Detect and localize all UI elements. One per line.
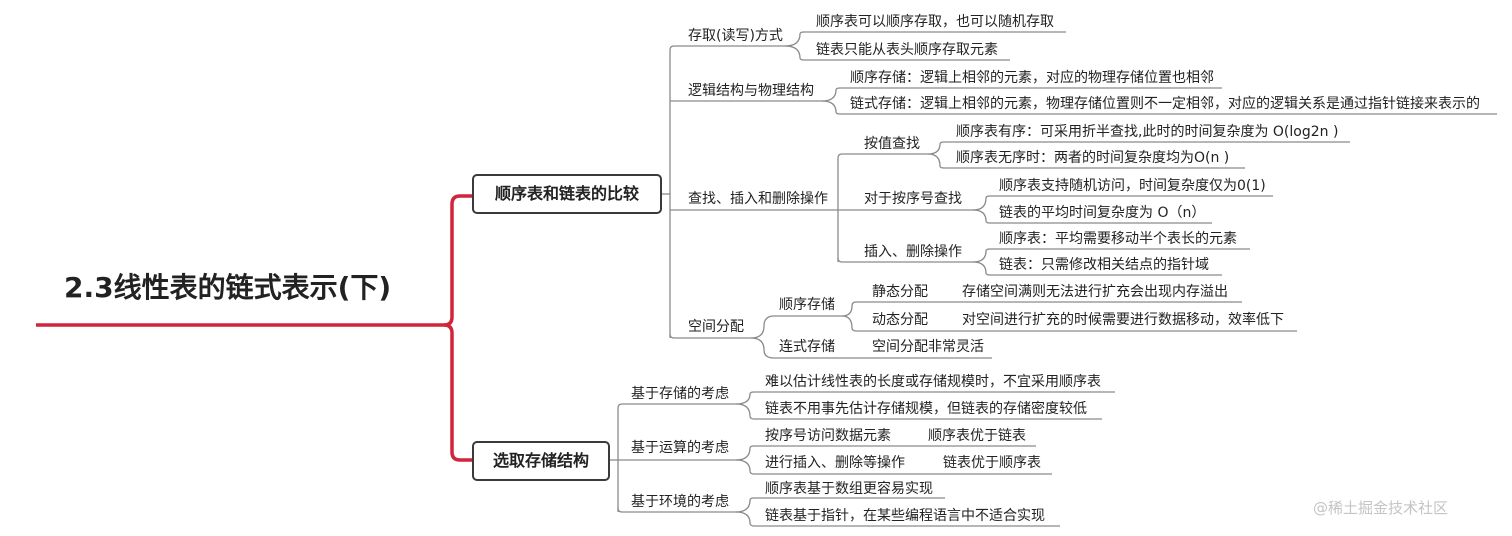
leaf-logic-seq[interactable]: 顺序存储：逻辑上相邻的元素，对应的物理存储位置也相邻: [850, 70, 1214, 86]
node-access-mode[interactable]: 存取(读写)方式: [688, 28, 783, 44]
node-space-allocation[interactable]: 空间分配: [688, 319, 744, 335]
leaf-linked-storage[interactable]: 空间分配非常灵活: [872, 339, 984, 355]
node-find-insert-delete[interactable]: 查找、插入和删除操作: [688, 191, 828, 207]
topic-choose-storage[interactable]: 选取存储结构: [472, 441, 610, 481]
leaf-static-allocation[interactable]: 存储空间满则无法进行扩充会出现内存溢出: [962, 284, 1228, 300]
leaf-access-linked[interactable]: 链表只能从表头顺序存取元素: [816, 42, 998, 58]
leaf-value-sorted[interactable]: 顺序表有序：可采用折半查找,此时的时间复杂度为 O(log2n ): [956, 124, 1339, 140]
leaf-logic-linked[interactable]: 链式存储：逻辑上相邻的元素，物理存储位置则不一定相邻，对应的逻辑关系是通过指针链…: [850, 96, 1480, 112]
node-storage-consideration[interactable]: 基于存储的考虑: [631, 386, 729, 402]
node-static-allocation[interactable]: 静态分配: [872, 284, 928, 300]
leaf-storage-2[interactable]: 链表不用事先估计存储规模，但链表的存储密度较低: [765, 401, 1087, 417]
leaf-dynamic-allocation[interactable]: 对空间进行扩充的时候需要进行数据移动，效率低下: [962, 312, 1284, 328]
leaf-compute-insdel[interactable]: 进行插入、删除等操作: [765, 455, 905, 471]
node-compute-consideration[interactable]: 基于运算的考虑: [631, 440, 729, 456]
leaf-compute-index-result[interactable]: 顺序表优于链表: [928, 428, 1026, 444]
node-find-by-value[interactable]: 按值查找: [864, 136, 920, 152]
leaf-access-seq[interactable]: 顺序表可以顺序存取，也可以随机存取: [816, 14, 1054, 30]
topic-comparison[interactable]: 顺序表和链表的比较: [472, 174, 662, 214]
node-dynamic-allocation[interactable]: 动态分配: [872, 312, 928, 328]
node-env-consideration[interactable]: 基于环境的考虑: [631, 494, 729, 510]
node-insert-delete[interactable]: 插入、删除操作: [864, 244, 962, 260]
leaf-insdel-seq[interactable]: 顺序表：平均需要移动半个表长的元素: [999, 231, 1237, 247]
leaf-value-unsorted[interactable]: 顺序表无序时：两者的时间复杂度均为O(n ): [956, 150, 1230, 166]
leaf-insdel-linked[interactable]: 链表：只需修改相关结点的指针域: [999, 257, 1209, 273]
leaf-index-seq[interactable]: 顺序表支持随机访问，时间复杂度仅为0(1): [999, 178, 1266, 194]
node-linked-storage[interactable]: 连式存储: [779, 339, 835, 355]
node-logic-physical[interactable]: 逻辑结构与物理结构: [688, 83, 814, 99]
leaf-env-seq[interactable]: 顺序表基于数组更容易实现: [765, 481, 933, 497]
leaf-compute-index-access[interactable]: 按序号访问数据元素: [765, 428, 891, 444]
leaf-compute-insdel-result[interactable]: 链表优于顺序表: [943, 455, 1041, 471]
leaf-index-linked[interactable]: 链表的平均时间复杂度为 O（n）: [999, 205, 1206, 221]
node-find-by-index[interactable]: 对于按序号查找: [864, 191, 962, 207]
leaf-env-linked[interactable]: 链表基于指针，在某些编程语言中不适合实现: [765, 508, 1045, 524]
leaf-storage-1[interactable]: 难以估计线性表的长度或存储规模时，不宜采用顺序表: [765, 374, 1101, 390]
root-title: 2.3线性表的链式表示(下): [64, 271, 392, 304]
watermark: @稀土掘金技术社区: [1313, 499, 1449, 517]
node-sequential-storage[interactable]: 顺序存储: [779, 297, 835, 313]
